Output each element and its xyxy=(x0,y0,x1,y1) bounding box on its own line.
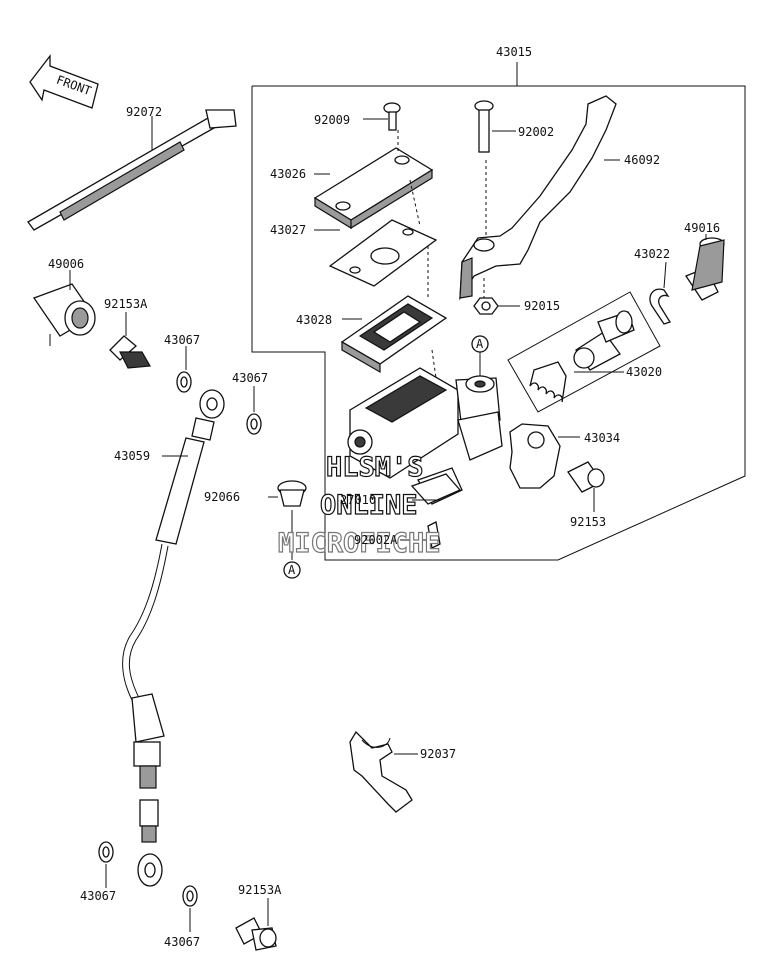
watermark-line-1: HLSM'S xyxy=(326,452,424,483)
assembly-boundary xyxy=(251,85,746,561)
label-92002: 92002 xyxy=(518,125,554,139)
diaphragm-plate-43027 xyxy=(314,219,438,287)
bolt-92153 xyxy=(567,461,605,512)
label-92153a-upper: 92153A xyxy=(104,297,148,311)
piston-kit-43020 xyxy=(507,291,661,413)
brake-lever-46092 xyxy=(459,95,620,301)
label-92072: 92072 xyxy=(126,105,162,119)
watermark-overlay-92002a: 92002A xyxy=(354,533,398,547)
label-43034: 43034 xyxy=(584,431,620,445)
label-92153: 92153 xyxy=(570,515,606,529)
label-43028: 43028 xyxy=(296,313,332,327)
watermark-overlay-27010: 27010 xyxy=(340,493,376,507)
label-43059: 43059 xyxy=(114,449,150,463)
part-labels: 43015 92072 92009 92002 46092 43026 4901… xyxy=(48,45,720,949)
label-92066: 92066 xyxy=(204,490,240,504)
svg-text:A: A xyxy=(476,337,484,351)
front-arrow: FRONT xyxy=(29,54,99,109)
watermark: HLSM'S ONLINE MICROFICHE 27010 92002A xyxy=(277,451,441,559)
label-43015: 43015 xyxy=(496,45,532,59)
callout-a-top: A xyxy=(471,335,489,376)
reservoir-cap-43026 xyxy=(313,147,434,230)
nut-92015 xyxy=(473,297,520,315)
label-43026: 43026 xyxy=(270,167,306,181)
watermark-line-2: ONLINE xyxy=(320,490,418,521)
label-49016: 49016 xyxy=(684,221,720,235)
label-43067-d: 43067 xyxy=(164,935,200,949)
holder-43034 xyxy=(509,423,580,489)
washer-43067-b xyxy=(246,386,262,435)
diaphragm-43028 xyxy=(340,295,448,374)
label-92015: 92015 xyxy=(524,299,560,313)
label-43067-a: 43067 xyxy=(164,333,200,347)
banjo-bolt-92153a-lower xyxy=(235,898,277,951)
screw-92009 xyxy=(363,102,401,131)
label-43067-c: 43067 xyxy=(80,889,116,903)
washer-43067-a xyxy=(176,346,192,393)
master-cylinder-body xyxy=(347,367,503,505)
boot-49016 xyxy=(685,234,725,301)
label-49006: 49006 xyxy=(48,257,84,271)
washer-43067-d xyxy=(182,885,198,932)
label-46092: 46092 xyxy=(624,153,660,167)
svg-text:A: A xyxy=(288,563,296,577)
bolt-92002 xyxy=(474,100,516,153)
label-92037: 92037 xyxy=(420,747,456,761)
switch-27010 xyxy=(400,473,462,549)
label-92009: 92009 xyxy=(314,113,350,127)
cap-92066: A xyxy=(268,480,307,579)
watermark-line-3: MICROFICHE xyxy=(278,528,441,559)
brake-hose-43059 xyxy=(122,389,225,887)
label-43067-b: 43067 xyxy=(232,371,268,385)
grommet-49006 xyxy=(32,270,96,346)
label-43020: 43020 xyxy=(626,365,662,379)
guide-lines xyxy=(397,130,487,379)
bracket-92037 xyxy=(349,730,418,813)
label-92153a-lower: 92153A xyxy=(238,883,282,897)
label-43027: 43027 xyxy=(270,223,306,237)
washer-43067-c xyxy=(98,841,114,888)
circlip-43022 xyxy=(649,261,671,325)
label-43022: 43022 xyxy=(634,247,670,261)
cable-tie-92072 xyxy=(27,109,237,231)
banjo-bolt-92153a-upper xyxy=(109,312,151,369)
